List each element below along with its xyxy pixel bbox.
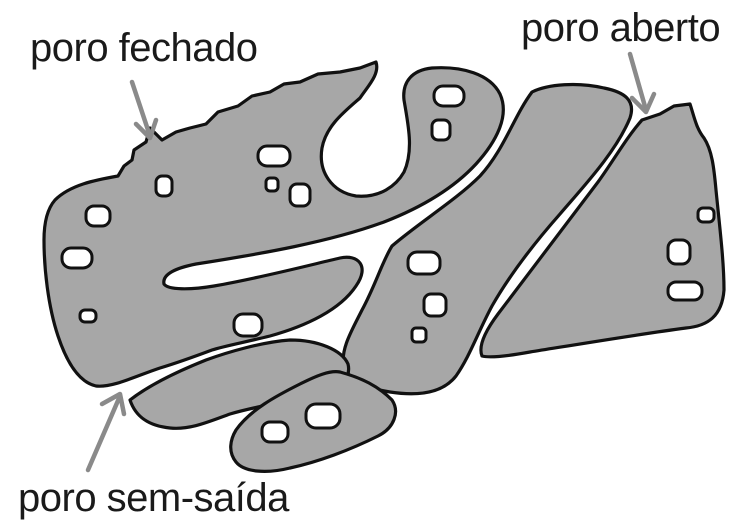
closed-pore bbox=[86, 206, 110, 226]
closed-pore bbox=[412, 328, 426, 342]
closed-pore bbox=[62, 248, 92, 268]
closed-pore bbox=[432, 120, 450, 140]
closed-pore bbox=[234, 314, 262, 336]
closed-pore bbox=[266, 178, 278, 191]
closed-pore bbox=[262, 422, 288, 442]
arrow-open-pore bbox=[630, 54, 654, 112]
closed-pore bbox=[80, 310, 96, 322]
closed-pore bbox=[290, 184, 310, 206]
open-pore-label: poro aberto bbox=[521, 8, 720, 48]
closed-pore bbox=[156, 176, 172, 196]
closed-pore-label: poro fechado bbox=[30, 28, 258, 68]
closed-pore bbox=[668, 282, 702, 300]
closed-pore bbox=[408, 252, 440, 274]
dead-end-pore-label: poro sem-saída bbox=[18, 478, 289, 518]
arrow-closed-pore bbox=[132, 82, 156, 138]
closed-pore bbox=[424, 294, 446, 316]
closed-pore bbox=[668, 240, 690, 264]
closed-pore bbox=[258, 146, 290, 166]
closed-pore bbox=[698, 208, 714, 222]
closed-pore bbox=[434, 86, 464, 106]
closed-pore bbox=[306, 404, 340, 428]
arrow-dead-end-pore bbox=[88, 394, 124, 470]
